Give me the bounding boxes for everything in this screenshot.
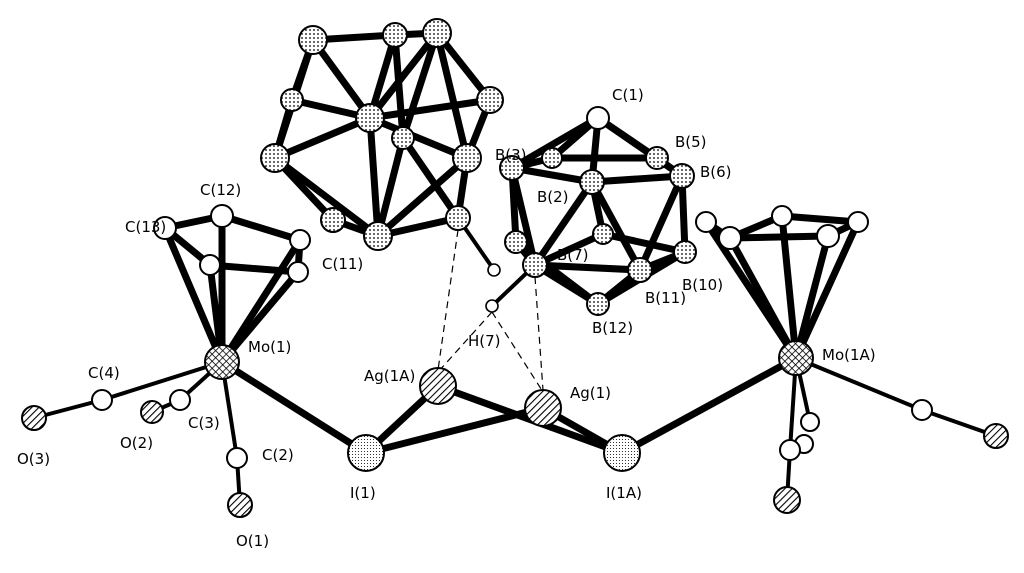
cage-atom-b5 [645,146,669,170]
cage-atom [280,88,304,112]
cage-atom-b10 [673,240,697,264]
cage-atom [422,18,452,48]
label-i1a: I(1A) [606,484,642,502]
label-c4: C(4) [88,364,120,382]
label-o1: O(1) [236,532,269,550]
atom-c12 [210,204,234,228]
cage-atom [592,223,614,245]
atom [695,211,717,233]
cage-atom [298,25,328,55]
cage-atom [391,126,415,150]
cage-atom-b7 [522,252,548,278]
cage-atom-b2 [579,169,605,195]
label-mo1a: Mo(1A) [822,346,876,364]
atom [911,399,933,421]
label-b3: B(3) [495,146,527,164]
label-b6: B(6) [700,163,732,181]
label-b11: B(11) [645,289,686,307]
core-bonds [218,354,800,457]
atom-ag1a [419,367,457,405]
cage-atom-b6 [669,163,695,189]
atom-mo1 [204,344,240,380]
cage-atom-b11 [627,257,653,283]
cage-atom [476,86,504,114]
atom-c11 [287,261,309,283]
cage-atom [445,205,471,231]
label-h7: H(7) [468,332,501,350]
atom-i1 [347,434,385,472]
cage-atom [452,143,482,173]
label-c11: C(11) [322,255,363,273]
cage-atom-b12 [586,292,610,316]
label-mo1: Mo(1) [248,338,291,356]
atom [800,412,820,432]
atom-mo1a [778,340,814,376]
mo1-fragment [21,204,311,518]
cage-atom-b3 [499,155,525,181]
atom [771,205,793,227]
cage-atom [363,221,393,251]
atom [718,226,742,250]
label-ag1a: Ag(1A) [364,367,415,385]
label-i1: I(1) [350,484,376,502]
cage-atom-c1 [586,106,610,130]
atom-o1 [227,492,253,518]
cage-atom [260,143,290,173]
label-c13: C(13) [125,218,166,236]
label-o3: O(3) [17,450,50,468]
label-ag1: Ag(1) [570,384,611,402]
label-b2: B(2) [537,188,569,206]
atom [199,254,221,276]
label-c3: C(3) [188,414,220,432]
label-o2: O(2) [120,434,153,452]
hydrogen-atom [487,263,501,277]
label-b7: B(7) [557,246,589,264]
atom-c13 [153,216,177,240]
atom-c4 [91,389,113,411]
atom-i1a [603,434,641,472]
label-c1: C(1) [612,86,644,104]
cage-atom [382,22,408,48]
dashed-contacts [437,229,544,393]
atom-o2 [140,400,164,424]
label-b5: B(5) [675,133,707,151]
cage-atom [541,147,563,169]
atom [983,423,1009,449]
carborane-cage-right [485,106,697,316]
atom [847,211,869,233]
carborane-cage-upper [260,18,504,277]
atom [773,486,801,514]
atom-c3 [169,389,191,411]
hydrogen-atom-h7 [485,299,499,313]
cage-atom [320,207,346,233]
atom [779,439,801,461]
label-c12: C(12) [200,181,241,199]
atom-labels: C(1) B(3) B(5) B(6) B(2) B(7) B(10) B(11… [17,86,876,550]
label-b12: B(12) [592,319,633,337]
atom [816,224,840,248]
label-c2: C(2) [262,446,294,464]
mo1a-fragment [695,205,1009,514]
atom-ag1 [524,389,562,427]
label-b10: B(10) [682,276,723,294]
atom [289,229,311,251]
cage-atom [504,230,528,254]
atom-c2 [226,447,248,469]
atom-o3 [21,405,47,431]
cage-atom [355,103,385,133]
